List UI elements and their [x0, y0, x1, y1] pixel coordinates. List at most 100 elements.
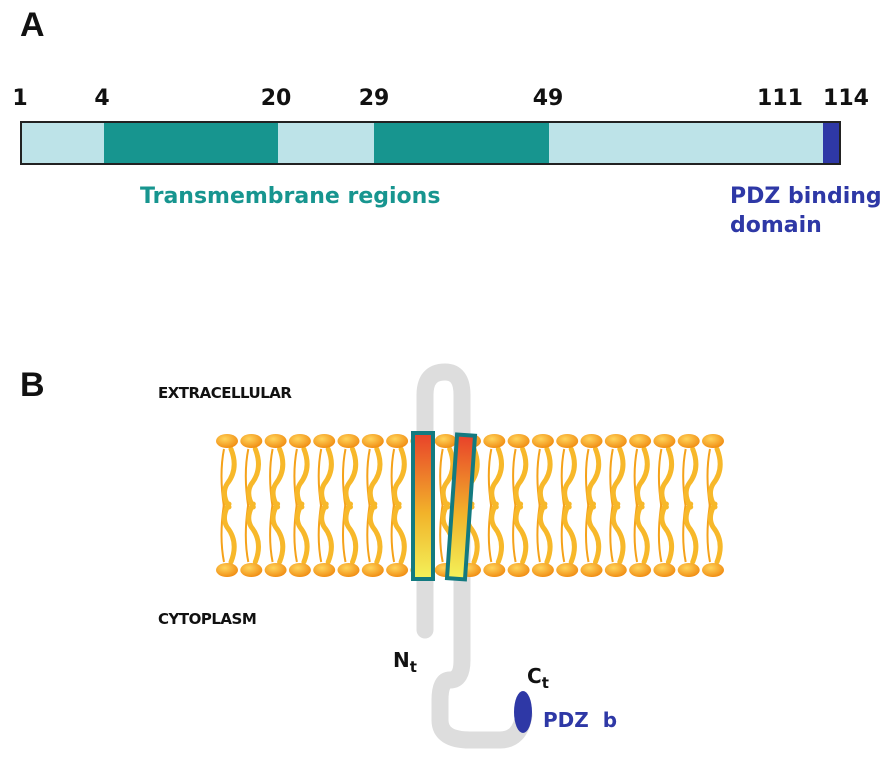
lipid-tail — [366, 503, 371, 563]
lipid-head — [313, 434, 336, 448]
lipid-tail — [585, 503, 590, 563]
lipid-tail — [246, 501, 261, 565]
lipid-head — [677, 434, 700, 448]
lipid-tail — [367, 446, 383, 510]
lipid-tail — [487, 448, 493, 508]
lipid-tail — [609, 448, 614, 508]
lipid-tail — [706, 448, 711, 508]
lipid-tail — [585, 448, 590, 508]
lipid-tail — [367, 501, 383, 565]
lipid-head — [337, 434, 360, 448]
lipid-tail — [317, 448, 323, 508]
lipid-head — [264, 563, 287, 577]
lipid-tail — [269, 503, 274, 563]
lipid-head — [580, 563, 603, 577]
n-terminus-label: Nt — [393, 648, 417, 676]
position-label-114: 114 — [823, 86, 869, 111]
lipid-head — [653, 563, 676, 577]
lipid-head — [337, 563, 360, 577]
lipid-tail — [294, 446, 310, 510]
lipid-head — [216, 563, 238, 577]
lipid-tail — [317, 503, 323, 563]
position-label-29: 29 — [358, 86, 390, 111]
lipid-tail — [536, 503, 541, 563]
lipid-tail — [683, 446, 699, 510]
position-label-1: 1 — [12, 86, 28, 111]
transmembrane-helix-2 — [444, 432, 478, 582]
lipid-tail — [586, 501, 602, 565]
lipid-tail — [342, 503, 347, 563]
lipid-tail — [269, 448, 274, 508]
lipid-head — [216, 434, 238, 448]
lipid-head — [629, 563, 652, 577]
lipid-tail — [659, 501, 675, 565]
position-label-20: 20 — [260, 86, 292, 111]
lipid-tail — [657, 448, 663, 508]
lipid-tail — [657, 503, 663, 563]
lipid-head — [629, 434, 652, 448]
lipid-tail — [246, 446, 261, 510]
lipid-tail — [560, 448, 566, 508]
transmembrane-segment-2 — [374, 123, 549, 163]
lipid-tail — [610, 501, 626, 565]
lipid-head — [702, 434, 724, 448]
lipid-tail — [659, 446, 675, 510]
lipid-tail — [220, 448, 225, 508]
lipid-tail — [489, 501, 504, 565]
lipid-tail — [293, 448, 298, 508]
pdz-binding-motif — [514, 691, 532, 733]
lipid-head — [507, 563, 530, 577]
lipid-head — [288, 563, 311, 577]
lipid-tail — [390, 448, 396, 508]
protein-sequence-bar — [20, 121, 841, 165]
lipid-head — [604, 434, 627, 448]
lipid-head — [531, 434, 554, 448]
lipid-head — [240, 434, 263, 448]
lipid-tail — [635, 501, 650, 565]
lipid-head — [361, 563, 384, 577]
transmembrane-regions-label: Transmembrane regions — [140, 184, 441, 209]
lipid-tail — [343, 501, 359, 565]
lipid-tail — [537, 501, 553, 565]
lipid-tail — [682, 448, 687, 508]
cytoplasm-label: CYTOPLASM — [158, 610, 257, 628]
lipid-tail — [513, 446, 529, 510]
lipid-head — [653, 434, 676, 448]
lipid-tail — [683, 501, 699, 565]
transmembrane-segment-1 — [104, 123, 278, 163]
panel-b-label: B — [20, 366, 45, 404]
lipid-tail — [244, 503, 250, 563]
protein-chain — [416, 363, 533, 749]
lipid-tail — [440, 446, 456, 510]
lipid-tail — [536, 448, 541, 508]
lipid-tail — [512, 503, 517, 563]
pdz-binding-label-line1: PDZ binding — [730, 184, 882, 209]
lipid-head — [483, 563, 506, 577]
lipid-tail — [512, 448, 517, 508]
lipid-tail — [609, 503, 614, 563]
lipid-tail — [220, 503, 225, 563]
lipid-tail — [633, 503, 639, 563]
lipid-head — [604, 563, 627, 577]
lipid-tail — [537, 446, 553, 510]
lipid-head — [313, 563, 336, 577]
lipid-head — [386, 434, 409, 448]
lipid-head — [556, 563, 579, 577]
lipid-head — [507, 434, 530, 448]
transmembrane-helix-1 — [411, 431, 435, 581]
pdz-binding-segment — [823, 123, 839, 163]
lipid-head — [434, 434, 457, 448]
lipid-tail — [319, 501, 334, 565]
panel-a-label: A — [20, 6, 45, 44]
position-label-4: 4 — [94, 86, 110, 111]
lipid-tail — [706, 503, 711, 563]
lipid-tail — [319, 446, 334, 510]
lipid-head — [264, 434, 287, 448]
lipid-head — [580, 434, 603, 448]
pdz-binding-label-line2: domain — [730, 213, 822, 238]
position-label-49: 49 — [532, 86, 564, 111]
extracellular-label: EXTRACELLULAR — [158, 384, 292, 402]
lipid-tail — [487, 503, 493, 563]
position-label-111: 111 — [757, 86, 803, 111]
lipid-tail — [635, 446, 650, 510]
